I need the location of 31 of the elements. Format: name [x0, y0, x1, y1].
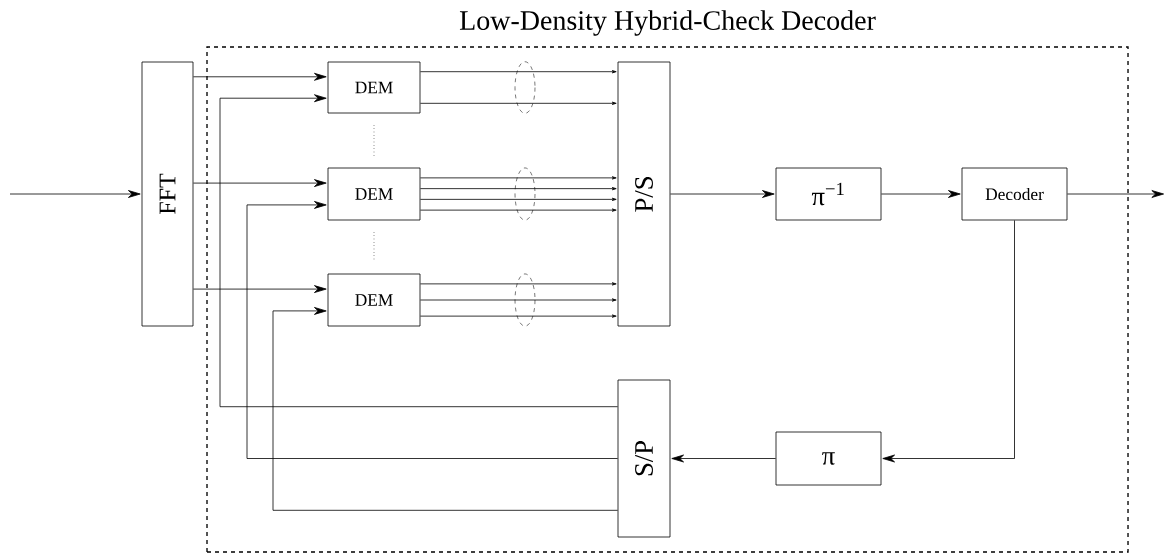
arrow	[420, 187, 617, 191]
arrow	[420, 208, 617, 212]
arrow	[219, 94, 618, 408]
process-box: DEM	[327, 167, 421, 221]
arrow	[1067, 190, 1164, 198]
arrow	[420, 101, 617, 105]
process-box: P/S	[617, 61, 671, 327]
arrow	[881, 190, 961, 198]
arrow	[193, 179, 327, 187]
arrow	[420, 282, 617, 286]
arrow	[9, 190, 141, 198]
process-box: DEM	[327, 273, 421, 327]
arrow	[420, 197, 617, 201]
arrow	[246, 201, 618, 459]
process-box: S/P	[617, 379, 671, 538]
arrow	[272, 307, 618, 511]
arrow	[420, 314, 617, 318]
arrow	[420, 298, 617, 302]
arrow	[193, 285, 327, 293]
arrow	[420, 176, 617, 180]
process-box: DEM	[327, 61, 421, 114]
arrow	[882, 220, 1015, 463]
process-box: π	[775, 431, 882, 486]
process-box: Decoder	[961, 167, 1068, 221]
process-box: FFT	[141, 61, 194, 327]
arrow	[193, 72, 327, 81]
arrow	[420, 70, 617, 74]
node-label: Low-Density Hybrid-Check Decoder	[459, 10, 876, 36]
arrow	[671, 454, 776, 463]
process-box: π$^{−1}$	[775, 167, 882, 221]
arrow	[670, 190, 775, 198]
